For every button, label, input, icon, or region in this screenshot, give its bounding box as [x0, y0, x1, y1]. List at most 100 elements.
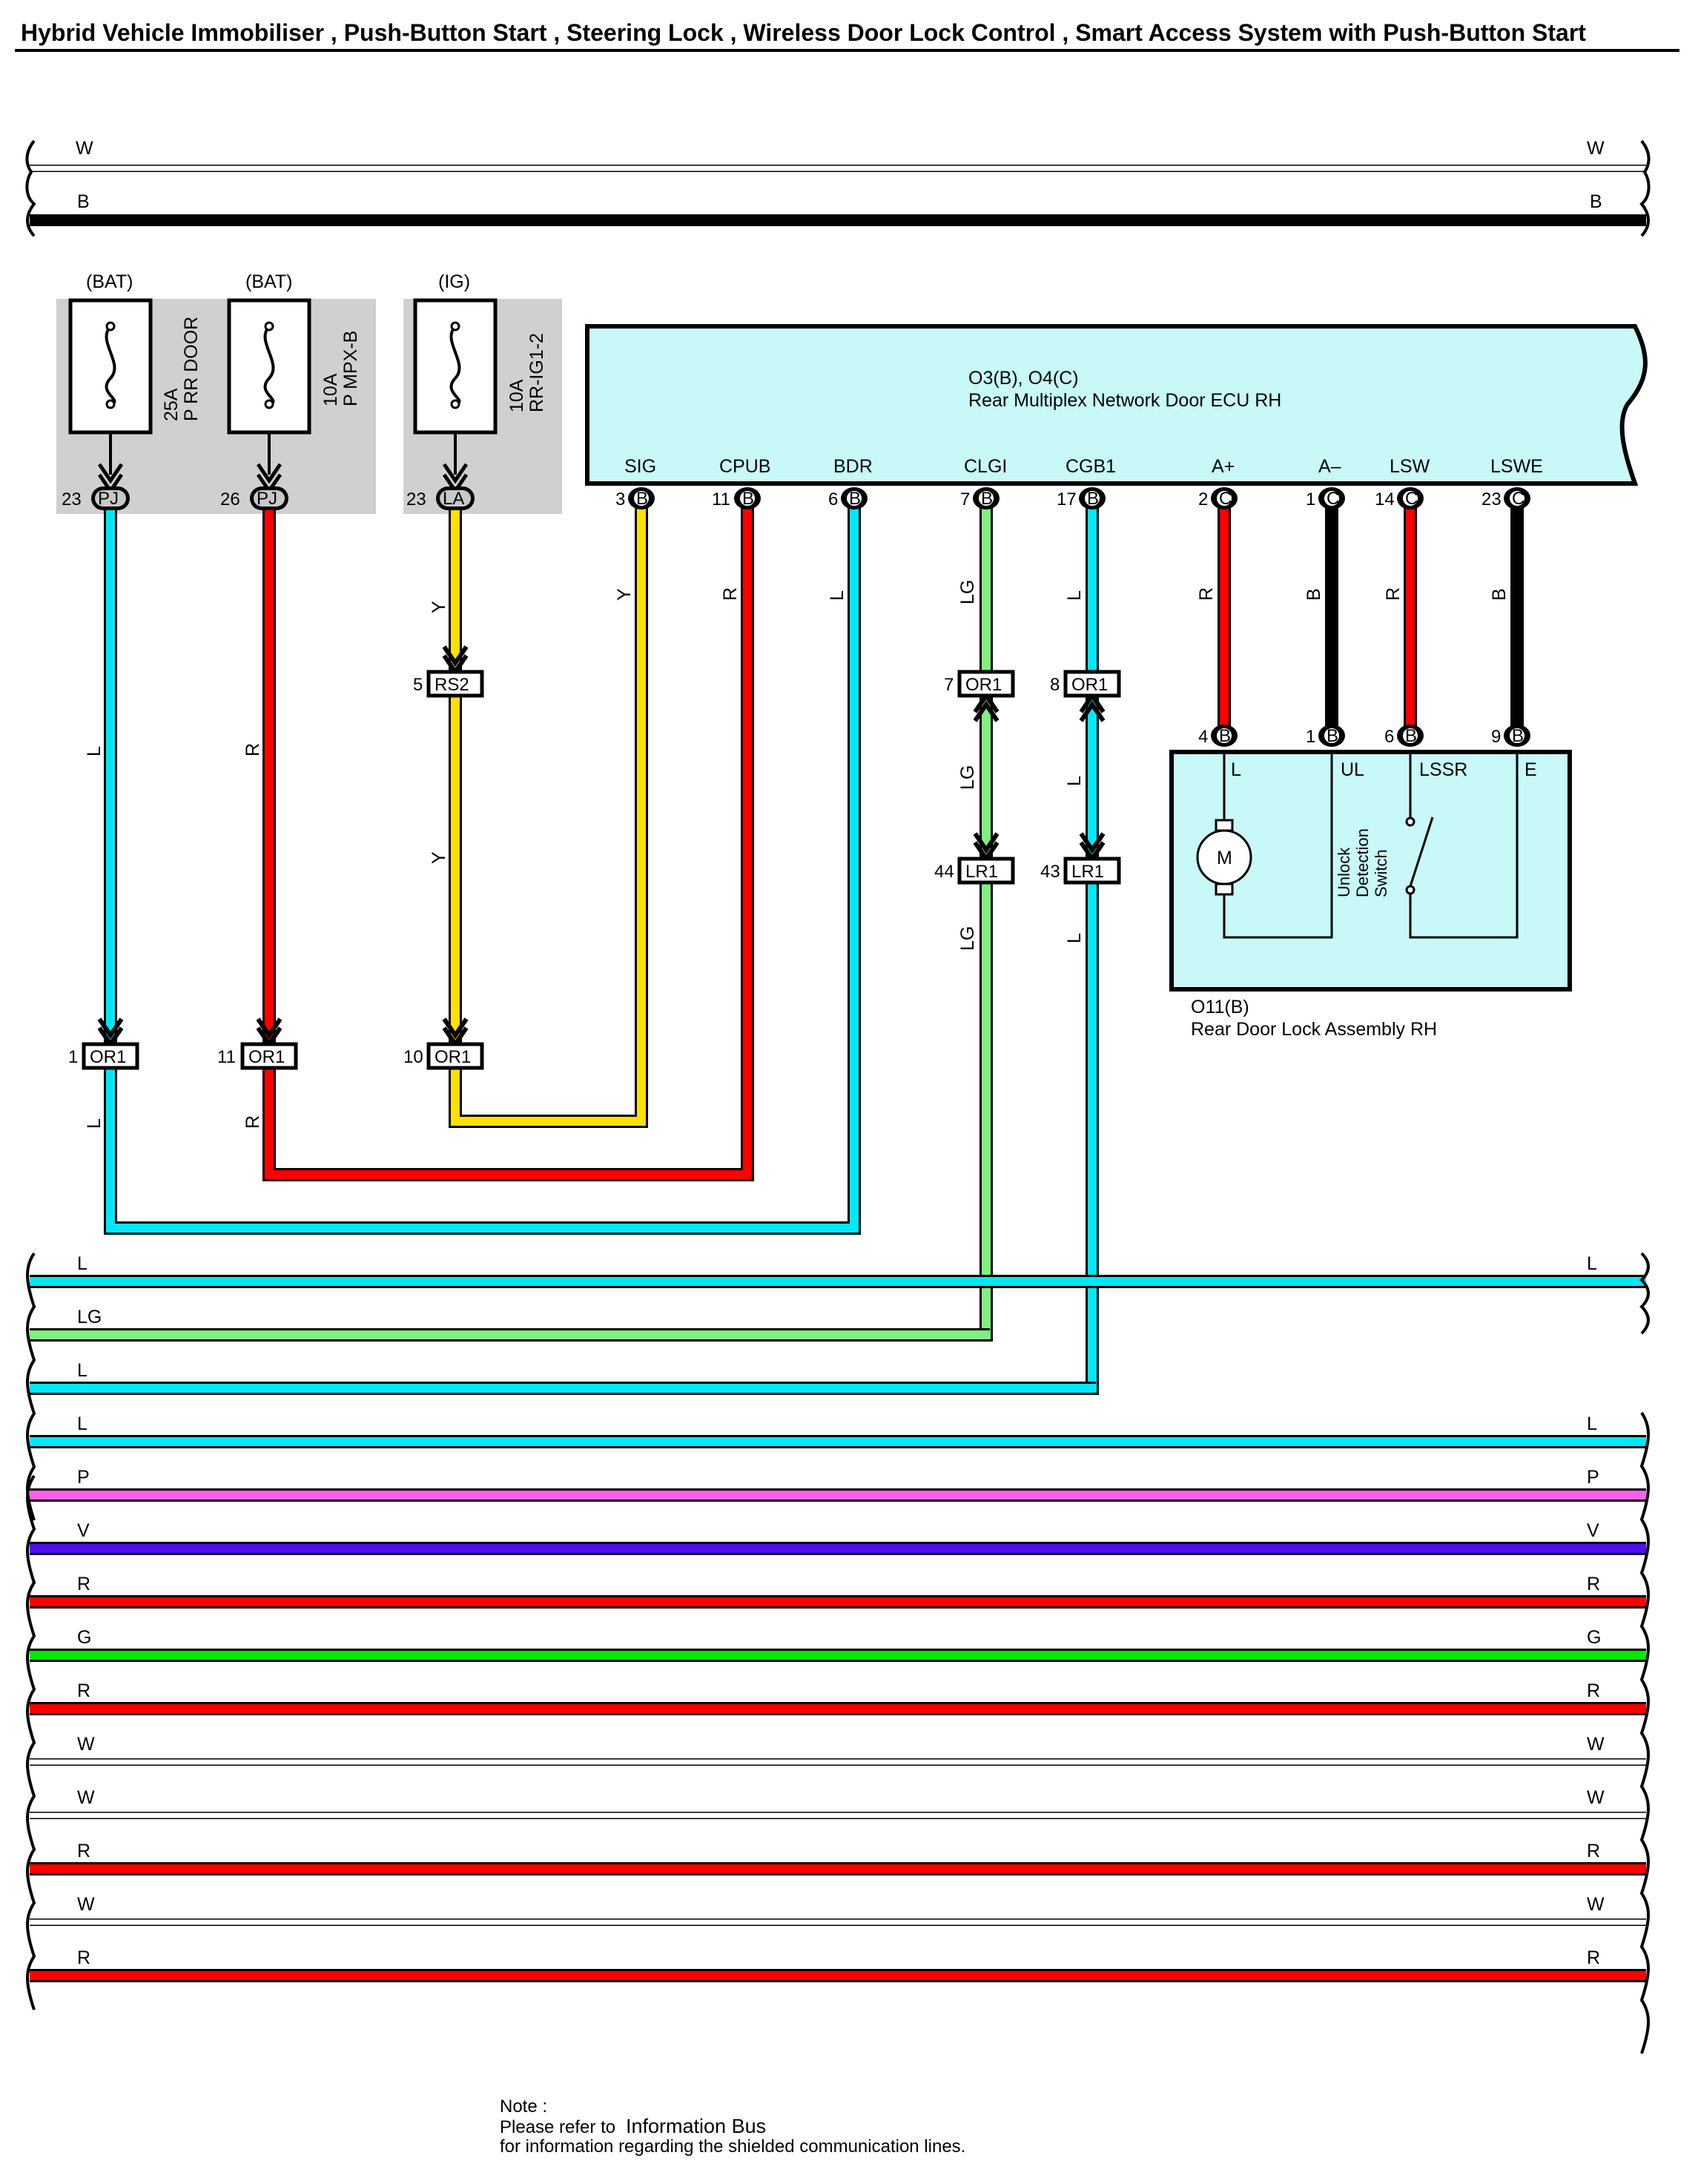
ecu-pin-cpub-number: 11 — [712, 489, 730, 509]
connector-lr1-cgb1-number: 43 — [1040, 862, 1060, 882]
wire-label-clgi-1: LG — [957, 580, 978, 604]
ecu-id: O3(B), O4(C) — [968, 368, 1079, 389]
wire-label-lsw: R — [1383, 587, 1404, 601]
fuse1-top-node — [105, 321, 116, 331]
ecu-pin-clgi-number: 7 — [960, 489, 970, 509]
ecu-pin-a: C2 — [1198, 487, 1238, 509]
ecu-pin-clgi-ring — [977, 489, 995, 507]
bus-break-left-0 — [26, 1252, 36, 1521]
ecu-pin-a-number: 2 — [1198, 489, 1208, 509]
connector-lr1-cgb1-label: LR1 — [1071, 862, 1104, 882]
door-lock-pin-label-e: E — [1524, 759, 1537, 780]
wire-label-sig: Y — [614, 588, 635, 601]
connector-rs2-label: RS2 — [435, 675, 469, 695]
bus-wire-7-left-label: G — [77, 1627, 91, 1648]
ecu-pin-sig-ring — [632, 489, 650, 507]
bus-wire-12-right-label: W — [1587, 1894, 1605, 1915]
connector-pj-23-number: 23 — [62, 489, 82, 509]
bus-wire-7-right-label: G — [1587, 1627, 1601, 1648]
wire-label-cpub: R — [720, 587, 741, 601]
connector-or1-pj1-body — [82, 1042, 139, 1070]
note-link-information-bus[interactable]: Information Bus — [626, 2115, 766, 2137]
wire-label-fuse3-upper: Y — [429, 601, 449, 613]
fuse3-top-node — [450, 321, 460, 331]
ecu-pin-lswe-ring — [1508, 489, 1526, 507]
door-lock-pin-lssr-letter: B — [1405, 726, 1417, 746]
bus-wire-12-left-label: W — [77, 1894, 95, 1915]
bus-break-left — [25, 139, 36, 237]
ecu-pin-cgb1-letter: B — [1087, 489, 1099, 509]
connector-pj-26-face — [254, 490, 285, 507]
connector-rs2-body — [426, 670, 484, 698]
wire-cgb1-l-outline — [30, 498, 1099, 1395]
bus-break-right-1 — [1639, 1411, 1650, 2054]
fuse3-rating: 10A — [506, 379, 527, 412]
door-lock-pin-lssr-ring — [1401, 727, 1419, 745]
ecu-term-clgi: CLGI — [964, 456, 1007, 477]
switch-label-2: Detection — [1353, 828, 1372, 897]
connector-pj-26-label: PJ — [257, 489, 277, 509]
door-lock-pin-ul-letter: B — [1327, 726, 1338, 746]
bus-wire-9-right-label: W — [1587, 1734, 1605, 1755]
connector-or1-clgi-label: OR1 — [965, 675, 1002, 695]
ecu-term-cpub: CPUB — [719, 456, 770, 477]
ecu-term-lswe: LSWE — [1490, 456, 1543, 477]
fuse1-element — [105, 325, 116, 406]
note-line1-prefix: Please refer to — [500, 2117, 615, 2137]
connector-or1-cgb1-label: OR1 — [1071, 675, 1108, 695]
ecu-term-bdr: BDR — [833, 456, 873, 477]
connector-la-23-label: LA — [443, 489, 464, 509]
door-lock-pin-l-ring — [1215, 727, 1233, 745]
bus-wire-4-right-label: P — [1587, 1467, 1599, 1488]
ecu-pin-a: C1 — [1306, 487, 1345, 509]
bus-wire-11-left-label: R — [77, 1841, 90, 1861]
fuse2-rating: 10A — [320, 373, 341, 406]
wire-labels: L L R R Y Y Y R L LG LG LG L L L R B R B — [84, 580, 1510, 1129]
bus-wire-10-left-label: W — [77, 1787, 95, 1808]
connector-or1-pj2: OR1 11 — [217, 1017, 298, 1070]
fuse1-body — [68, 298, 153, 435]
connector-lr1-clgi-label: LR1 — [965, 862, 998, 882]
connector-lr1-cgb1: LR1 43 — [1040, 832, 1121, 885]
connector-or1-pj2-number: 11 — [217, 1047, 236, 1067]
ecu-term-lsw: LSW — [1390, 456, 1430, 477]
wire-label-fuse3-mid: Y — [429, 851, 449, 864]
ecu-pin-lsw-letter: C — [1405, 489, 1418, 509]
connector-pj-23: PJ 23 — [62, 486, 130, 510]
top-bus: W W B B — [25, 138, 1651, 237]
connector-or1-la-body — [426, 1042, 484, 1070]
bus-wire-2-left-label: L — [77, 1360, 87, 1381]
connector-lr1-cgb1-body — [1063, 857, 1121, 885]
ecu-pin-bdr-letter: B — [849, 489, 861, 509]
connector-or1-la-number: 10 — [403, 1047, 423, 1067]
fuse1-supply: (BAT) — [86, 271, 133, 292]
fuse3: 10A RR-IG1-2 — [413, 298, 547, 435]
switch-top-contact — [1405, 816, 1415, 827]
bus-wire-13-left-label: R — [77, 1947, 90, 1968]
connector-pj-23-face — [95, 490, 126, 507]
ecu-term-sig: SIG — [624, 456, 656, 477]
wire-label-fuse2-upper: R — [242, 743, 263, 756]
wire-clgi-lg — [30, 498, 991, 1339]
fuse2: 10A P MPX-B — [227, 298, 361, 435]
door-lock-pin-e-letter: B — [1512, 726, 1524, 746]
ecu-pin-cpub-letter: B — [742, 489, 754, 509]
connector-or1-pj2-label: OR1 — [248, 1047, 285, 1067]
wire-label-fuse1-upper: L — [84, 746, 105, 756]
ecu-pin-bdr-number: 6 — [828, 489, 838, 509]
bus-wire-0-left-label: L — [77, 1253, 87, 1274]
ecu-pin-a-ring — [1215, 489, 1233, 507]
ecu-pin-cpub: B 11 — [712, 487, 761, 509]
note-block: Note : Please refer to Information Bus f… — [500, 2096, 965, 2157]
bus-wire-6-left-label: R — [77, 1574, 90, 1594]
bus-wire-10-right-label: W — [1587, 1787, 1605, 1808]
connector-or1-clgi-number: 7 — [944, 675, 954, 695]
fuse1: 25A P RR DOOR — [68, 298, 202, 435]
connector-pj-23-label: PJ — [98, 489, 119, 509]
